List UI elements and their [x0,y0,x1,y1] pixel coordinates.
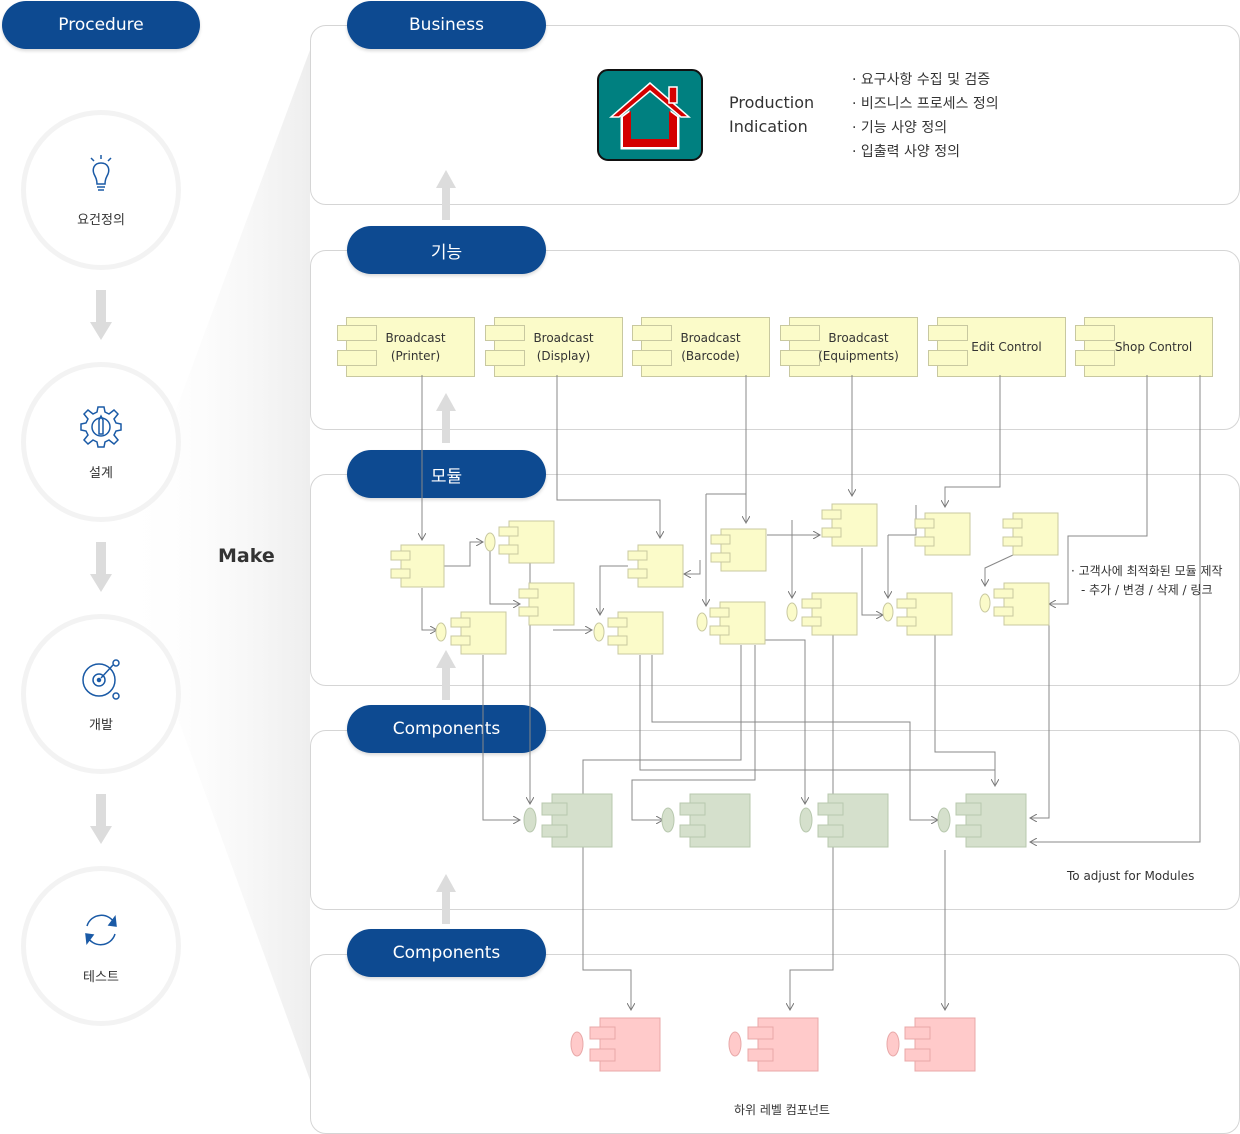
business-title-line2: Indication [729,117,808,136]
module-note: · 고객사에 최적화된 모듈 제작 - 추가 / 변경 / 삭제 / 링크 [1071,562,1223,600]
lower-components-note: 하위 레벨 컴포넌트 [734,1103,830,1117]
business-panel [310,25,1240,205]
list-item: 기능 사양 정의 [852,116,999,140]
step-design: 설계 [21,362,181,522]
function-shop-control: Shop Control [1075,317,1213,377]
function-broadcast-printer: Broadcast(Printer) [337,317,475,377]
step-label: 요건정의 [77,212,125,228]
make-label: Make [218,545,275,567]
layer-business: Business [347,1,546,49]
list-item: 요구사항 수집 및 검증 [852,68,999,92]
function-broadcast-equipments: Broadcast(Equipments) [780,317,918,377]
function-broadcast-barcode: Broadcast(Barcode) [632,317,770,377]
components-note: To adjust for Modules [1067,869,1195,883]
module-note-line2: - 추가 / 변경 / 삭제 / 링크 [1081,583,1213,597]
list-item: 비즈니스 프로세스 정의 [852,92,999,116]
gear-pencil-icon [80,405,122,448]
lightbulb-icon [90,154,112,191]
procedure-header: Procedure [2,1,200,49]
layer-module: 모듈 [347,450,546,498]
step-label: 테스트 [83,969,119,985]
down-arrow-icon [90,290,112,340]
down-arrow-icon [90,542,112,592]
module-note-line1: · 고객사에 최적화된 모듈 제작 [1071,564,1223,578]
business-title-line1: Production [729,93,815,112]
business-requirements-list: 요구사항 수집 및 검증 비즈니스 프로세스 정의 기능 사양 정의 입출력 사… [852,68,999,164]
target-icon [82,658,120,700]
step-requirements: 요건정의 [21,110,181,270]
step-label: 설계 [89,465,113,481]
refresh-icon [85,914,117,945]
function-broadcast-display: Broadcast(Display) [485,317,623,377]
down-arrow-icon [90,794,112,844]
step-label: 개발 [89,717,113,733]
layer-components: Components [347,705,546,753]
house-icon [597,69,703,161]
layer-function: 기능 [347,226,546,274]
function-edit-control: Edit Control [928,317,1066,377]
layer-lower-components: Components [347,929,546,977]
step-development: 개발 [21,614,181,774]
step-test: 테스트 [21,866,181,1026]
list-item: 입출력 사양 정의 [852,140,999,164]
business-title: Production Indication [729,91,814,139]
components-panel [310,730,1240,910]
